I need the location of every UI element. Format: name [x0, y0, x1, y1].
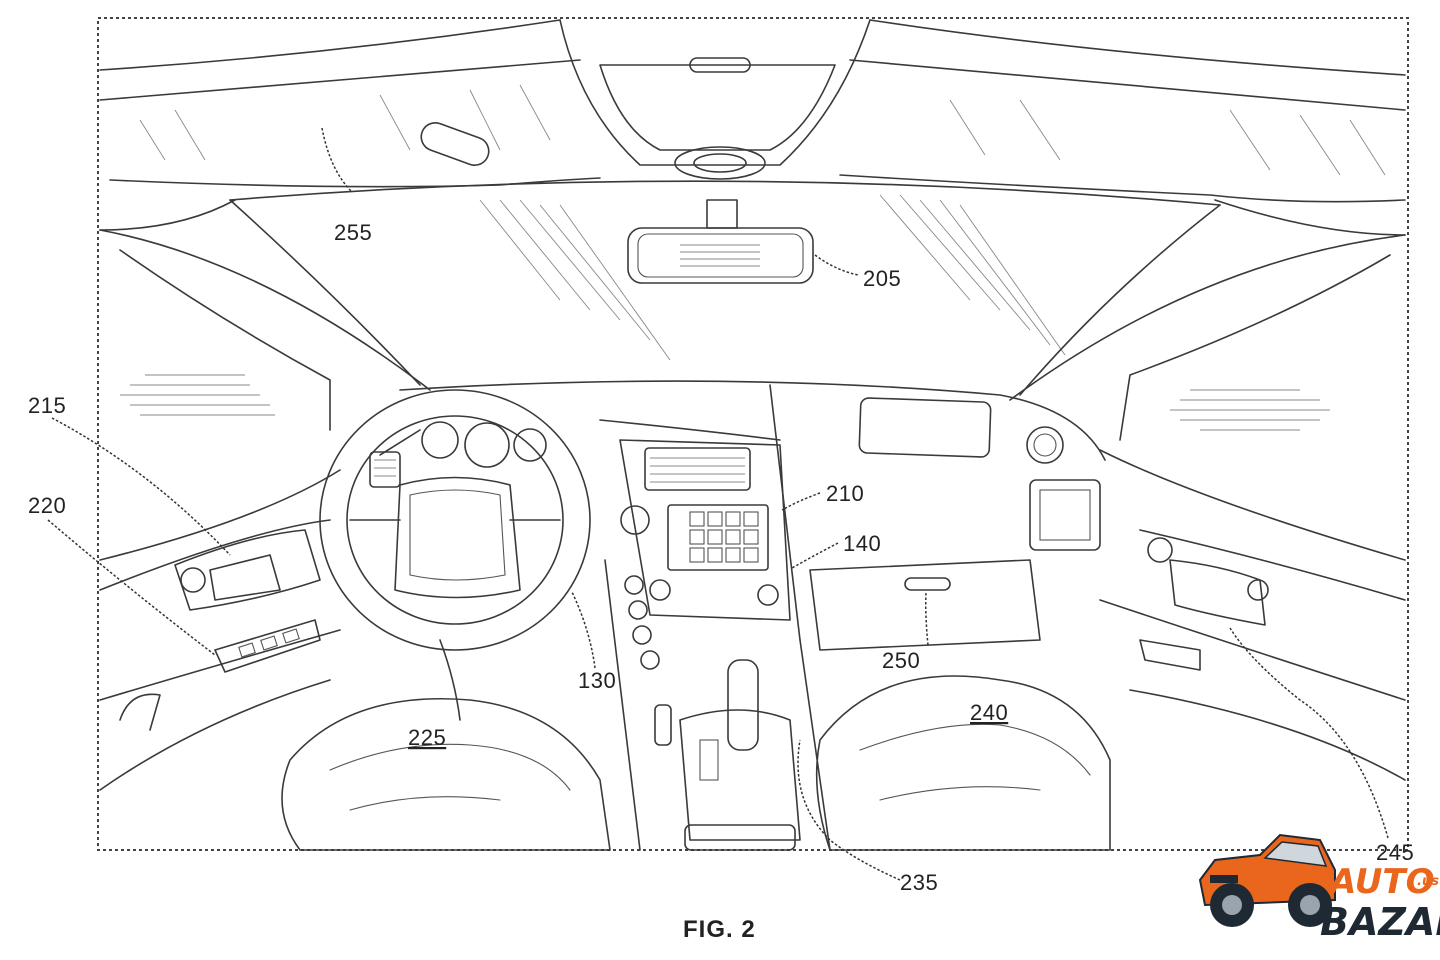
- ref-205: 205: [863, 266, 901, 291]
- ref-225: 225: [408, 725, 446, 750]
- steering-wheel: [320, 390, 590, 720]
- ref-255: 255: [334, 220, 372, 245]
- ref-240: 240: [970, 700, 1008, 725]
- ref-140: 140: [843, 531, 881, 556]
- ref-210: 210: [826, 481, 864, 506]
- ref-235: 235: [900, 870, 938, 895]
- passenger-seat: [817, 676, 1110, 850]
- reference-numerals: 255 205 215 220 210 140 130 250 225 240 …: [28, 220, 1414, 895]
- ref-215: 215: [28, 393, 66, 418]
- logo-word-2: BAZAR: [1320, 900, 1440, 944]
- driver-seat: [282, 699, 610, 850]
- infotainment-display: [620, 440, 790, 620]
- left-door: [100, 520, 340, 790]
- figure-border: [98, 18, 1408, 850]
- ref-130: 130: [578, 668, 616, 693]
- logo-suffix: .us: [1417, 874, 1439, 889]
- a-pillars: [100, 200, 1405, 440]
- right-door: [1100, 530, 1405, 780]
- headliner: [100, 20, 1405, 235]
- dashboard: [100, 381, 1405, 650]
- rear-view-mirror: [628, 200, 813, 283]
- figure-caption: FIG. 2: [683, 916, 756, 943]
- ref-220: 220: [28, 493, 66, 518]
- side-windows: [120, 375, 1330, 430]
- ref-250: 250: [882, 648, 920, 673]
- truck-icon: [1200, 835, 1335, 927]
- overhead-console: [560, 20, 870, 179]
- windshield: [230, 181, 1220, 360]
